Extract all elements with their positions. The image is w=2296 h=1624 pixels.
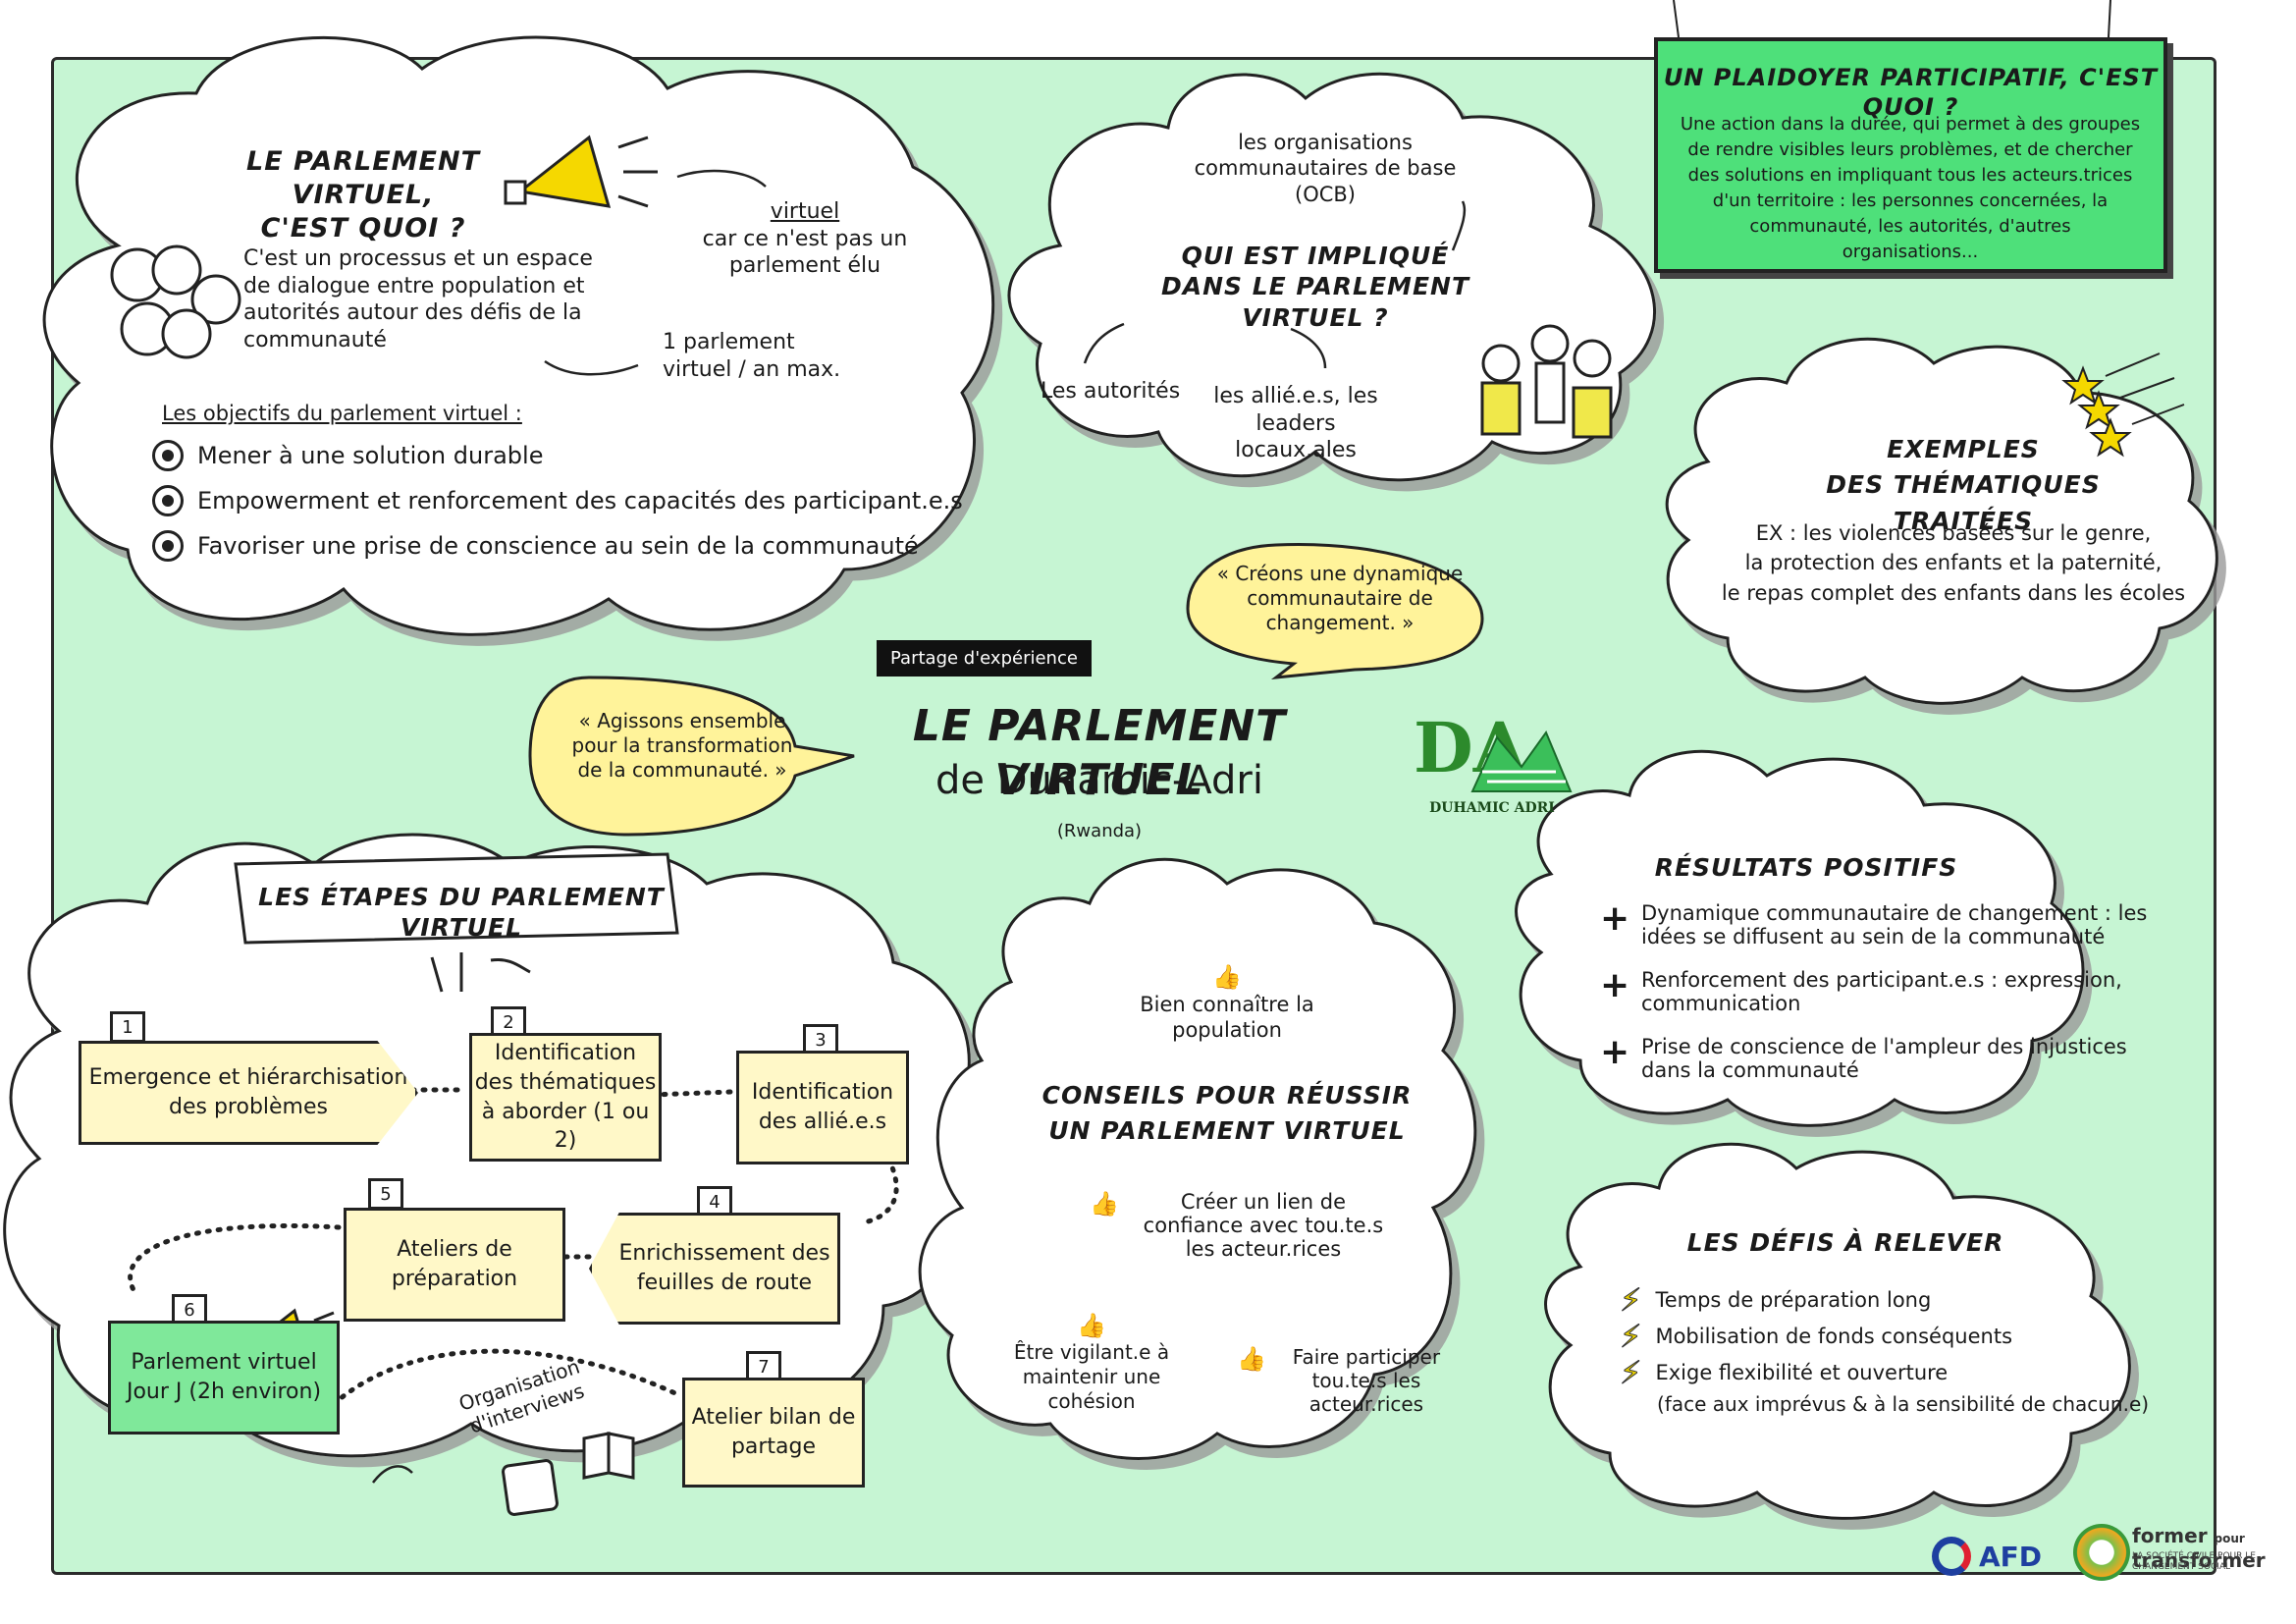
step-card-day-j: Parlement virtuel Jour J (2h environ) bbox=[108, 1321, 340, 1435]
what-description: C'est un processus et un espace de dialo… bbox=[243, 246, 593, 352]
lightning-icon: ⚡ bbox=[1619, 1318, 1642, 1356]
target-icon bbox=[152, 485, 184, 516]
afd-logo-text: AFD bbox=[1979, 1541, 2043, 1573]
challenge-note: (face aux imprévus & à la sensibilité de… bbox=[1657, 1392, 2150, 1416]
step-number: 2 bbox=[491, 1006, 526, 1038]
cloud-what-shape bbox=[42, 35, 995, 636]
objectives-heading: Les objectifs du parlement virtuel : bbox=[162, 402, 522, 425]
result-item: +Prise de conscience de l'ampleur des in… bbox=[1600, 1032, 2127, 1083]
objective-item: Favoriser une prise de conscience au sei… bbox=[152, 530, 919, 562]
plus-icon: + bbox=[1600, 898, 1630, 939]
examples-text: EX : les violences basées sur le genre, … bbox=[1721, 521, 2186, 605]
main-title: LE PARLEMENT VIRTUEL bbox=[912, 701, 1287, 805]
experience-tag: Partage d'expérience bbox=[877, 640, 1092, 677]
step-card: Emergence et hiérarchisation des problèm… bbox=[79, 1041, 418, 1145]
challenges-title: LES DÉFIS À RELEVER bbox=[1686, 1228, 2004, 1257]
plus-icon: + bbox=[1600, 965, 1630, 1005]
former-transformer-logo-text: former pour transformer bbox=[2132, 1524, 2266, 1572]
objective-item: Empowerment et renforcement des capacité… bbox=[152, 485, 963, 516]
who-title: QUI EST IMPLIQUÉ DANS LE PARLEMENT VIRTU… bbox=[1160, 242, 1469, 332]
challenge-item: ⚡Exige flexibilité et ouverture bbox=[1619, 1354, 1949, 1392]
lightning-icon: ⚡ bbox=[1619, 1281, 1642, 1320]
duhamic-adri-logo: DA DUHAMIC ADRI bbox=[1414, 707, 1573, 816]
cloud-challenges-shape bbox=[1544, 1142, 2131, 1520]
what-title: LE PARLEMENT VIRTUEL, C'EST QUOI ? bbox=[245, 146, 481, 244]
thumbs-up-icon: 👍 bbox=[1212, 963, 1242, 991]
result-item: +Dynamique communautaire de changement :… bbox=[1600, 898, 2148, 949]
advice-tip: 👍Créer un lien de confiance avec tou.te.… bbox=[1090, 1190, 1384, 1261]
ocb-text: les organisations communautaires de base… bbox=[1194, 131, 1457, 206]
former-transformer-logo-icon bbox=[2073, 1524, 2130, 1581]
afd-logo-icon bbox=[1932, 1537, 1971, 1576]
quote-left-bubble bbox=[528, 676, 855, 837]
results-title: RÉSULTATS POSITIFS bbox=[1654, 853, 1958, 882]
quote-right-bubble bbox=[1186, 543, 1484, 680]
who-authorities: Les autorités bbox=[1041, 379, 1181, 404]
step-card: Identification des allié.e.s bbox=[736, 1051, 909, 1164]
advice-tip: 👍 Bien connaître la population bbox=[1140, 963, 1314, 1043]
advice-tip: 👍 Être vigilant.e à maintenir une cohési… bbox=[1013, 1312, 1170, 1413]
people-icon bbox=[1480, 324, 1613, 439]
participative-advocacy-banner: UN PLAIDOYER PARTICIPATIF, C'EST QUOI ? … bbox=[1654, 37, 2167, 273]
book-icon bbox=[582, 1432, 635, 1480]
target-icon bbox=[152, 440, 184, 471]
step-number: 3 bbox=[803, 1024, 838, 1056]
step-number: 6 bbox=[172, 1294, 207, 1326]
who-allies: les allié.e.s, les leaders locaux.ales bbox=[1213, 384, 1378, 462]
main-subtitle: de Duhamic-Adri bbox=[935, 758, 1263, 803]
step-number: 5 bbox=[368, 1178, 403, 1210]
advice-tip: 👍Faire participer tou.te.s les acteur.ri… bbox=[1237, 1345, 1441, 1416]
step-card: Identification des thématiques à aborder… bbox=[469, 1033, 662, 1162]
megaphone-icon-top bbox=[504, 135, 658, 208]
thumbs-up-icon: 👍 bbox=[1237, 1345, 1266, 1373]
thumbs-up-icon: 👍 bbox=[1090, 1190, 1119, 1218]
advice-title: CONSEILS POUR RÉUSSIR UN PARLEMENT VIRTU… bbox=[1041, 1081, 1413, 1146]
plus-icon: + bbox=[1600, 1032, 1630, 1072]
cloud-advice-shape bbox=[918, 857, 1477, 1460]
step-number: 1 bbox=[110, 1011, 145, 1043]
quote-right: « Créons une dynamique communautaire de … bbox=[1216, 562, 1464, 634]
result-item: +Renforcement des participant.e.s : expr… bbox=[1600, 965, 2122, 1016]
stars-icon bbox=[2061, 352, 2185, 458]
step-card: Enrichissement des feuilles de route bbox=[589, 1213, 840, 1325]
quote-left: « Agissons ensemble pour la transformati… bbox=[571, 709, 793, 782]
tablet-icon bbox=[502, 1459, 559, 1516]
examples-title: EXEMPLES DES THÉMATIQUES TRAITÉES bbox=[1826, 435, 2101, 535]
steps-title-frame bbox=[234, 852, 679, 945]
step-card: Atelier bilan de partage bbox=[682, 1378, 865, 1488]
cloud-examples-shape bbox=[1665, 337, 2218, 705]
thumbs-up-icon: 👍 bbox=[1077, 1312, 1106, 1339]
target-icon bbox=[152, 530, 184, 562]
challenge-item: ⚡Mobilisation de fonds conséquents bbox=[1619, 1318, 2013, 1356]
lightning-icon: ⚡ bbox=[1619, 1354, 1642, 1392]
cloud-results-shape bbox=[1515, 749, 2085, 1127]
step-card: Ateliers de préparation bbox=[344, 1208, 565, 1322]
former-transformer-tagline: LA SOCIÉTÉ CIVILE POUR LE CHANGEMENT SOC… bbox=[2132, 1551, 2256, 1573]
banner-text: Une action dans la durée, qui permet à d… bbox=[1680, 114, 2141, 263]
objective-item: Mener à une solution durable bbox=[152, 440, 543, 471]
virtuel-note: virtuel car ce n'est pas un parlement él… bbox=[702, 199, 908, 278]
country: (Rwanda) bbox=[1056, 821, 1143, 841]
frequency-note: 1 parlement virtuel / an max. bbox=[663, 330, 841, 382]
banner-title: UN PLAIDOYER PARTICIPATIF, C'EST QUOI ? bbox=[1663, 64, 2159, 121]
steps-title: LES ÉTAPES DU PARLEMENT VIRTUEL bbox=[258, 883, 665, 943]
challenge-item: ⚡Temps de préparation long bbox=[1619, 1281, 1932, 1320]
